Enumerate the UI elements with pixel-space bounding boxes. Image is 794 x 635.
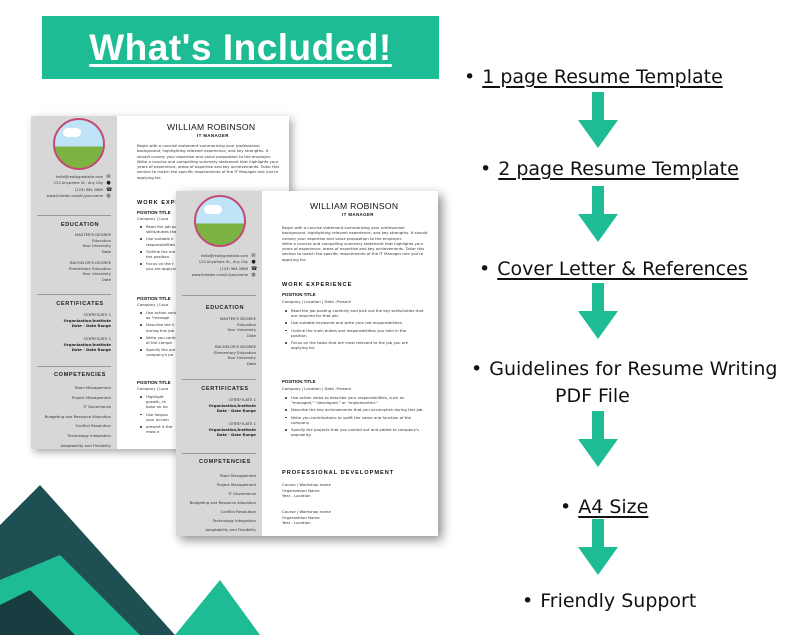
section-competencies: COMPETENCIES: [54, 372, 106, 378]
section-certificates: CERTIFICATES: [201, 386, 249, 392]
divider: [37, 294, 111, 295]
divider: [182, 453, 256, 454]
profile-photo: [53, 118, 105, 170]
position-title-2: POSITION TITLE: [282, 379, 316, 384]
profile-photo: [194, 195, 246, 247]
arrow-down-icon: [578, 186, 618, 242]
company-line-2: Company | Loca: [137, 302, 169, 307]
banner-title: What's Included!: [89, 26, 392, 68]
title-banner: What's Included!: [42, 16, 439, 79]
position-title: POSITION TITLE: [282, 292, 316, 297]
included-item-5: •A4 Size: [560, 496, 649, 518]
arrow-down-icon: [578, 519, 618, 575]
arrow-down-icon: [578, 92, 618, 148]
web-icon: ◍: [251, 271, 256, 278]
resume-summary: Begin with a concise statement summarizi…: [137, 143, 280, 180]
contact-block: hello@reallygreatsite.com✉ 123 Anywhere …: [46, 174, 113, 199]
resume-summary: Begin with a concise statement summarizi…: [282, 225, 428, 262]
arrow-down-icon: [578, 283, 618, 339]
divider: [182, 379, 256, 380]
position-title: POSITION TITLE: [137, 210, 171, 215]
resume-name: WILLIAM ROBINSON: [167, 122, 256, 132]
company-line-2: Company | Location | Date -Present: [282, 386, 352, 391]
web-icon: ◍: [106, 192, 111, 199]
section-work: WORK EXPERIENCE: [282, 282, 353, 288]
included-item-1: •1 page Resume Template: [464, 66, 723, 88]
phone-icon: ☎: [106, 186, 113, 193]
email-icon: ✉: [251, 253, 256, 259]
divider: [37, 215, 111, 216]
company-line-3: Company | Loca: [137, 386, 169, 391]
divider: [37, 366, 111, 367]
included-item-6: •Friendly Support: [522, 590, 697, 612]
job-bullets: Read the job posting carefully and pick …: [284, 308, 424, 352]
dark-shape: [0, 590, 75, 635]
location-icon: ●: [106, 180, 111, 187]
section-competencies: COMPETENCIES: [199, 459, 251, 465]
company-line: Company | Location | Date -Present: [282, 299, 352, 304]
decorative-shapes: [0, 485, 260, 635]
section-professional-development: PROFESSIONAL DEVELOPMENT: [282, 470, 395, 476]
section-work: WORK EXPER: [137, 200, 186, 206]
arrow-down-icon: [578, 411, 618, 467]
email-icon: ✉: [106, 174, 111, 180]
resume-job-title: IT MANAGER: [342, 212, 374, 217]
resume-name: WILLIAM ROBINSON: [310, 201, 399, 211]
position-title-3: POSITION TITLE: [137, 380, 171, 385]
contact-block: hello@reallygreatsite.com✉ 123 Anywhere …: [191, 253, 258, 278]
green-shape-right: [175, 580, 260, 635]
resume-sidebar: hello@reallygreatsite.com✉ 123 Anywhere …: [176, 191, 262, 536]
company-line: Company | Loca: [137, 216, 169, 221]
resume-sidebar: hello@reallygreatsite.com✉ 123 Anywhere …: [31, 116, 117, 449]
section-education: EDUCATION: [60, 222, 100, 228]
section-education: EDUCATION: [205, 305, 245, 311]
divider: [182, 295, 256, 296]
phone-icon: ☎: [251, 265, 258, 272]
included-item-4: •Guidelines for Resume Writing: [471, 358, 778, 380]
position-title-2: POSITION TITLE: [137, 296, 171, 301]
included-item-3: •Cover Letter & References: [479, 258, 748, 280]
location-icon: ●: [251, 259, 256, 266]
section-certificates: CERTIFICATES: [56, 301, 104, 307]
included-item-4-line2: PDF File: [555, 385, 630, 407]
resume-job-title: IT MANAGER: [197, 133, 229, 138]
included-item-2: •2 page Resume Template: [480, 158, 739, 180]
resume-preview-front: hello@reallygreatsite.com✉ 123 Anywhere …: [176, 191, 438, 536]
job-bullets-2: Use action verbs to describe your respon…: [284, 395, 424, 439]
resume-preview-back: hello@reallygreatsite.com✉ 123 Anywhere …: [31, 116, 289, 449]
